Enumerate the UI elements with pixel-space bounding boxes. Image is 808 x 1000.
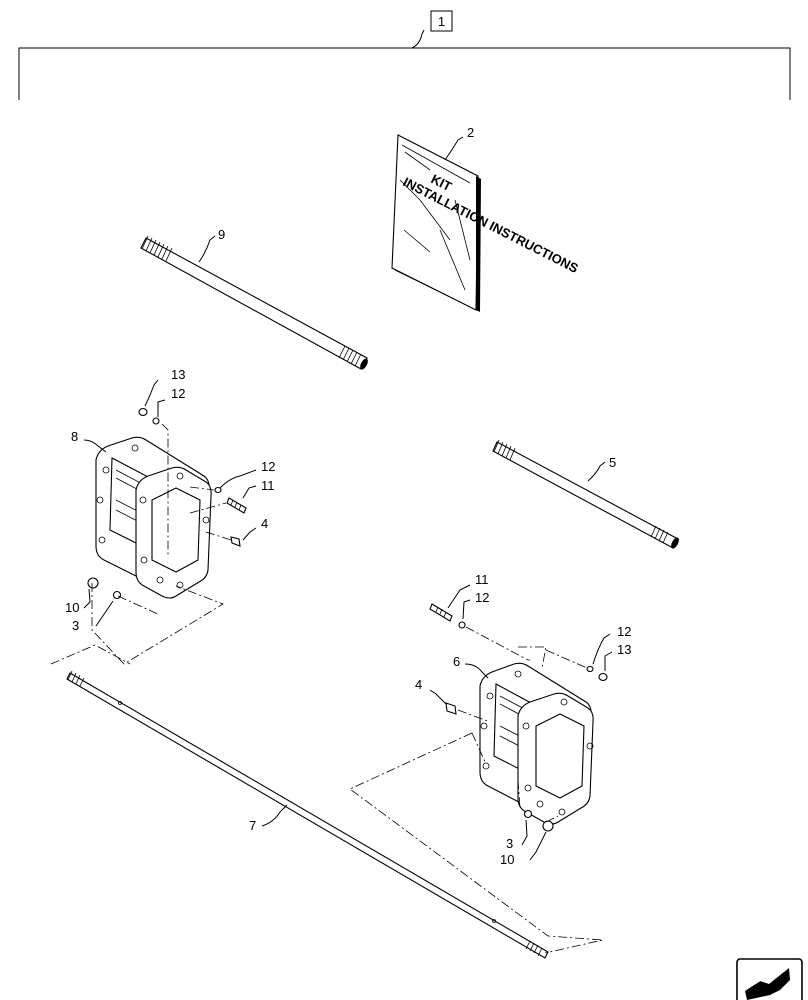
- bolt-11-left: [226, 497, 247, 514]
- callout-4-left: 4: [261, 516, 268, 531]
- callout-10-left: 10: [65, 600, 79, 615]
- instruction-booklet: KIT INSTALLATION INSTRUCTIONS 2: [391, 125, 581, 312]
- callout-9: 9: [218, 227, 225, 242]
- shaft-5: 5: [492, 439, 679, 549]
- callout-5: 5: [609, 455, 616, 470]
- washer-12-left-mid: [214, 486, 222, 494]
- callout-12-b: 12: [261, 459, 275, 474]
- washer-12-right: [586, 665, 594, 673]
- callout-13-right: 13: [617, 642, 631, 657]
- callout-8: 8: [71, 429, 78, 444]
- washer-3-left: [112, 590, 122, 600]
- nut-10-left: [87, 577, 99, 589]
- right-hardware: 11 12 12 13 4 3 10: [349, 572, 631, 954]
- left-hardware: 13 12 12 11 4 10 3: [50, 367, 275, 665]
- assembly-label: 1: [438, 14, 445, 29]
- housing-6: 6: [453, 654, 594, 825]
- housing-8: 8: [71, 429, 212, 599]
- callout-11-right: 11: [475, 572, 489, 587]
- next-page-arrow-icon[interactable]: [736, 958, 803, 1000]
- callout-10-right: 10: [500, 852, 514, 867]
- washer-3-right: [523, 809, 533, 819]
- callout-6: 6: [453, 654, 460, 669]
- rod-7: 7: [66, 670, 549, 959]
- callout-12-a: 12: [171, 386, 185, 401]
- shaft-9: 9: [140, 227, 368, 370]
- assembly-label-box: [430, 10, 453, 32]
- callout-4-right: 4: [415, 677, 422, 692]
- callout-3-right: 3: [506, 836, 513, 851]
- callout-2: 2: [467, 125, 474, 140]
- nut-13-left: [138, 407, 148, 417]
- nut-13-right: [598, 672, 608, 682]
- callout-7: 7: [249, 818, 256, 833]
- callout-12-d: 12: [617, 624, 631, 639]
- stud-4-right: [445, 702, 457, 715]
- washer-12-left-top: [152, 417, 160, 425]
- stud-4-left: [230, 536, 241, 547]
- callout-13-left: 13: [171, 367, 185, 382]
- nut-10-right: [542, 820, 554, 832]
- callout-12-c: 12: [475, 590, 489, 605]
- assembly-bracket: 1: [18, 10, 791, 100]
- washer-12-right-top: [458, 621, 466, 629]
- callout-11-left: 11: [261, 478, 275, 493]
- callout-3-left: 3: [72, 618, 79, 633]
